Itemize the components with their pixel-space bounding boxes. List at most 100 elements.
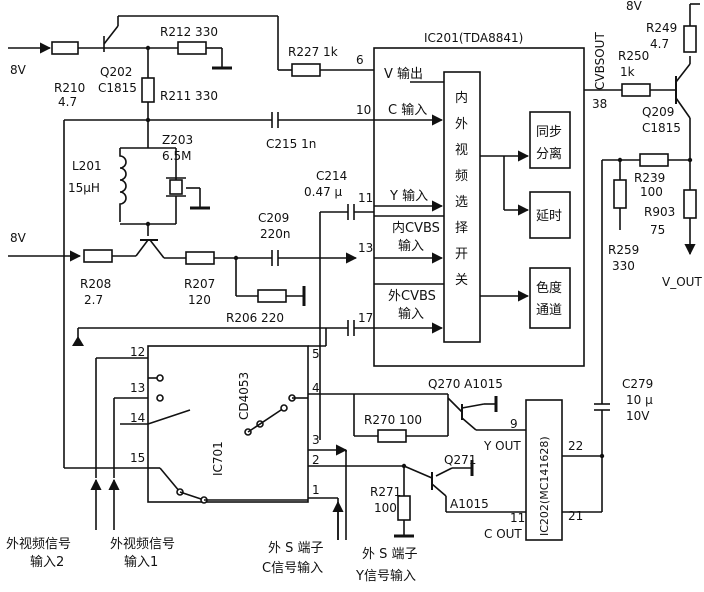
c215-path <box>63 112 374 468</box>
label-r211: R211 330 <box>160 89 218 103</box>
label-switch-char-1: 内 <box>455 90 468 106</box>
label-c209: C209 <box>258 211 289 225</box>
resistor-r206 <box>257 289 287 303</box>
ic701-cd4053 <box>64 328 404 540</box>
label-c209-value: 220n <box>260 227 291 241</box>
label-ic202-pin11: 11 <box>510 511 525 525</box>
label-ic701-pin5: 5 <box>312 347 320 361</box>
resistor-r271 <box>397 495 411 521</box>
label-8v-right-top: 8V <box>626 0 643 13</box>
label-q202: Q202 <box>100 65 132 79</box>
label-r227: R227 1k <box>288 45 338 59</box>
label-r250: R250 <box>618 49 649 63</box>
label-pin6: 6 <box>356 53 364 67</box>
label-ic701-pin2: 2 <box>312 453 320 467</box>
label-r259-value: 330 <box>612 259 635 273</box>
label-switch-char-4: 频 <box>455 169 468 184</box>
label-r239: R239 <box>634 171 665 185</box>
resistor-r259 <box>613 179 627 209</box>
label-switch-char-7: 开 <box>455 247 468 262</box>
label-ext-video-input1-line2: 输入1 <box>124 554 158 570</box>
label-switch-char-6: 择 <box>455 221 468 236</box>
label-c279-value: 10 μ <box>626 393 653 407</box>
label-l201: L201 <box>72 159 102 173</box>
label-y-out: Y OUT <box>483 439 521 453</box>
label-ic701-pin12: 12 <box>130 345 145 359</box>
label-s-terminal-y-line2: Y信号输入 <box>355 568 416 584</box>
label-z203: Z203 <box>162 133 193 147</box>
label-r208: R208 <box>80 277 111 291</box>
label-ic202-pin21: 21 <box>568 509 583 523</box>
label-c-out: C OUT <box>484 527 522 541</box>
label-r249-value: 4.7 <box>650 37 669 51</box>
label-pin11: 11 <box>358 191 373 205</box>
label-ext-video-input2-line2: 输入2 <box>30 554 64 570</box>
label-r208-value: 2.7 <box>84 293 103 307</box>
label-ic701-pin15: 15 <box>130 451 145 465</box>
label-r210: R210 <box>54 81 85 95</box>
label-q209-type: C1815 <box>642 121 681 135</box>
resistor-r211 <box>141 77 155 103</box>
label-c215: C215 1n <box>266 137 316 151</box>
label-cvbsout: CVBSOUT <box>593 32 607 90</box>
label-ext-video-input2-line1: 外视频信号 <box>6 537 71 552</box>
resistor-r210 <box>51 41 79 55</box>
resistor-r208 <box>83 249 113 263</box>
label-r250-value: 1k <box>620 65 635 79</box>
label-8v-left-top: 8V <box>10 63 27 77</box>
label-sync-1: 同步 <box>536 125 562 140</box>
label-r259: R259 <box>608 243 639 257</box>
label-pin10: 10 <box>356 103 371 117</box>
cap-paths <box>72 204 374 440</box>
resistor-r903 <box>683 189 697 219</box>
label-r207-value: 120 <box>188 293 211 307</box>
label-switch-char-5: 选 <box>455 195 468 210</box>
label-ic201: IC201(TDA8841) <box>424 31 523 45</box>
label-s-terminal-y-line1: 外 S 端子 <box>362 547 418 562</box>
resistor-r239 <box>639 153 669 167</box>
label-switch-char-2: 外 <box>455 117 468 132</box>
label-ic701-pin1: 1 <box>312 483 320 497</box>
resistor-r207 <box>185 251 215 265</box>
label-y-input: Y 输入 <box>389 188 428 204</box>
label-internal-cvbs-input: 输入 <box>398 238 424 254</box>
chroma-block <box>529 267 571 329</box>
label-chroma-1: 色度 <box>536 280 562 296</box>
label-q209: Q209 <box>642 105 674 119</box>
label-s-terminal-c-line2: C信号输入 <box>262 560 323 576</box>
label-c279-voltage: 10V <box>626 409 650 423</box>
label-v-out: V_OUT <box>662 275 702 289</box>
label-r271: R271 <box>370 485 401 499</box>
resistor-r250 <box>621 83 651 97</box>
label-pin17: 17 <box>358 311 373 325</box>
ic201-tda8841 <box>373 47 622 367</box>
label-internal-cvbs: 内CVBS <box>392 220 440 236</box>
label-ic701: IC701 <box>211 441 225 476</box>
label-pin13: 13 <box>358 241 373 255</box>
label-ic202: IC202(MC141628) <box>538 436 551 536</box>
label-r212: R212 330 <box>160 25 218 39</box>
label-ic701-pin14: 14 <box>130 411 145 425</box>
label-cd4053: CD4053 <box>237 372 251 420</box>
input-arrows <box>90 450 347 540</box>
label-switch-char-8: 关 <box>455 273 468 288</box>
q209-output-stage <box>594 4 697 456</box>
label-c214-value: 0.47 μ <box>304 185 343 199</box>
label-c-input: C 输入 <box>388 102 427 118</box>
resistor-r270 <box>377 429 407 443</box>
q270-stage <box>354 393 526 443</box>
label-q270: Q270 A1015 <box>428 377 503 391</box>
label-ic202-pin22: 22 <box>568 439 583 453</box>
delay-block <box>529 191 571 239</box>
resistor-r212 <box>177 41 207 55</box>
label-q202-type: C1815 <box>98 81 137 95</box>
label-r210-value: 4.7 <box>58 95 77 109</box>
label-r270: R270 100 <box>364 413 422 427</box>
video-select-switch <box>443 71 481 343</box>
label-8v-left: 8V <box>10 231 27 245</box>
label-external-cvbs-input: 输入 <box>398 306 424 322</box>
label-r271-value: 100 <box>374 501 397 515</box>
label-switch-char-3: 视 <box>455 143 468 158</box>
label-r239-value: 100 <box>640 185 663 199</box>
label-q271-type: A1015 <box>450 497 489 511</box>
